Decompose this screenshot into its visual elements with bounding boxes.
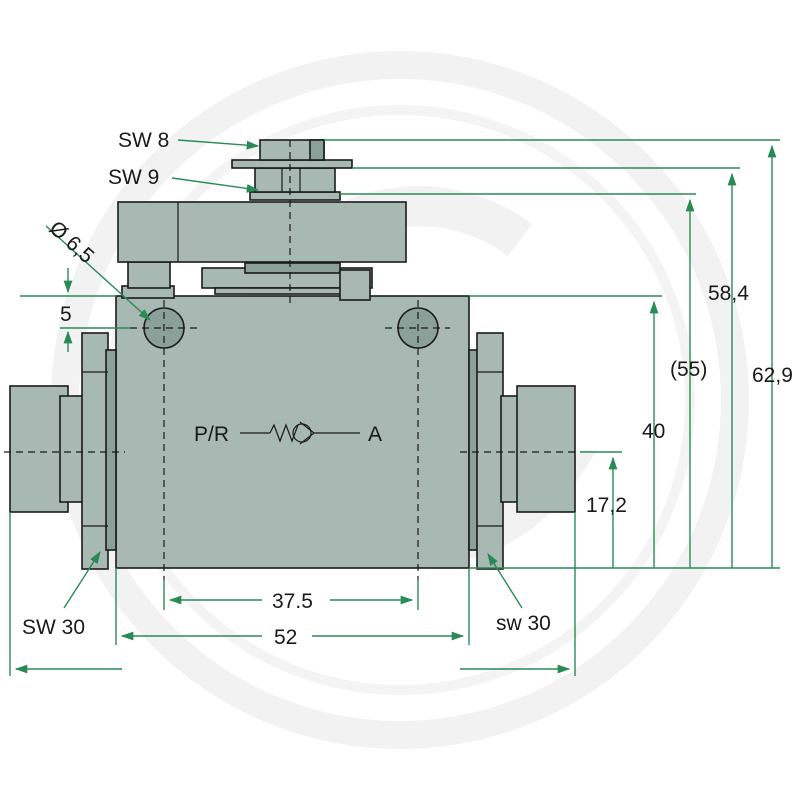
label-52: 52 [274,626,297,649]
label-40: 40 [642,420,665,443]
label-55: (55) [670,358,707,381]
dimension-lines [9,139,780,676]
left-fitting [9,332,117,570]
label-pr: P/R [194,423,229,446]
label-five: 5 [60,303,72,326]
label-58-4: 58,4 [708,282,749,305]
right-fitting [468,332,576,570]
label-sw30-left: SW 30 [22,616,85,639]
check-valve-symbol [240,421,360,445]
label-17-2: 17,2 [586,494,627,517]
label-62-9: 62,9 [752,364,793,387]
top-handle-assembly [117,139,407,301]
label-sw9: SW 9 [108,166,159,189]
label-37-5: 37.5 [272,590,313,613]
label-sw8: SW 8 [118,129,169,152]
center-lines [4,140,580,580]
label-a: A [368,423,382,446]
label-sw30-right: sw 30 [496,612,551,635]
